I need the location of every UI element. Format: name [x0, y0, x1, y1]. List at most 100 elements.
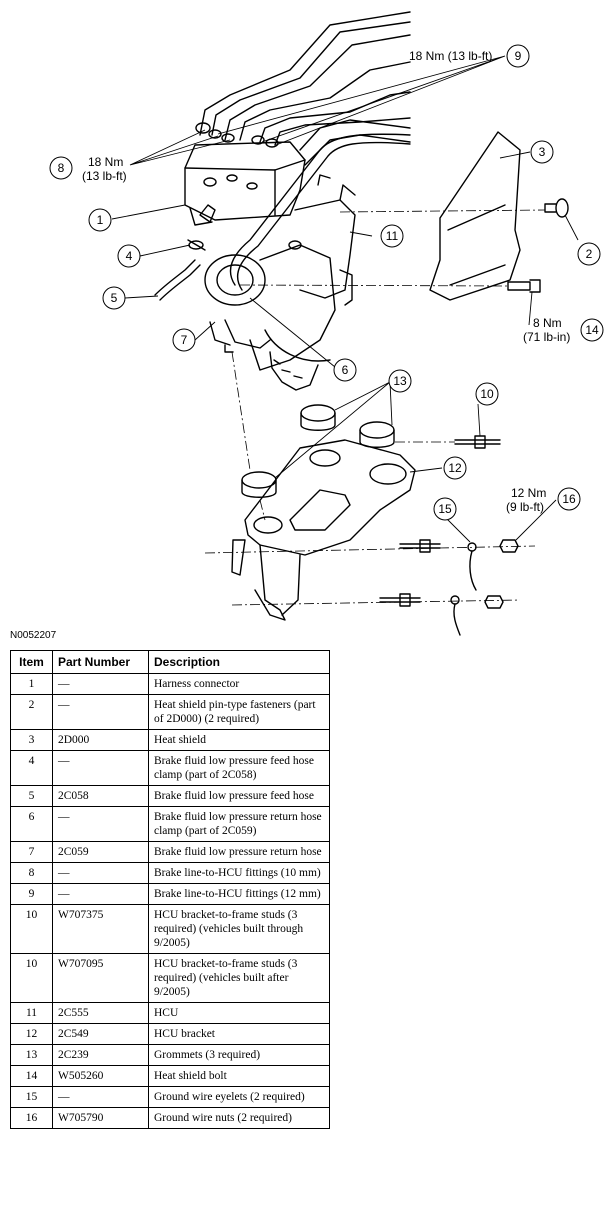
cell-part: W707375: [52, 904, 149, 954]
callout-13: 13: [388, 369, 412, 393]
table-row: 15—Ground wire eyelets (2 required): [10, 1086, 330, 1108]
cell-desc: Brake fluid low pressure return hose cla…: [148, 806, 330, 842]
cell-item: 8: [10, 862, 53, 884]
cell-item: 15: [10, 1086, 53, 1108]
svg-text:9: 9: [515, 49, 522, 63]
cell-item: 12: [10, 1023, 53, 1045]
cell-item: 9: [10, 883, 53, 905]
cell-part: —: [52, 883, 149, 905]
callout-14: 14: [580, 318, 604, 342]
cell-item: 3: [10, 729, 53, 751]
callout-16: 16: [557, 487, 581, 511]
callout-11: 11: [380, 224, 404, 248]
callout-15: 15: [433, 497, 457, 521]
outer-tube: [229, 133, 411, 286]
torque-14-line2: (71 lb-in): [523, 330, 570, 344]
figure-code: N0052207: [10, 630, 57, 641]
header-part-number: Part Number: [52, 650, 149, 674]
hcu-block: [184, 141, 306, 226]
cell-desc: Harness connector: [148, 673, 330, 695]
hcu-mount: [209, 174, 356, 353]
ground-nuts: [484, 539, 519, 609]
cell-part: 2C555: [52, 1002, 149, 1024]
torque-9: 18 Nm (13 lb-ft): [409, 49, 492, 63]
cell-part: 2C549: [52, 1023, 149, 1045]
cell-part: —: [52, 806, 149, 842]
svg-text:7: 7: [181, 333, 188, 347]
torque-14-line1: 8 Nm: [533, 316, 562, 330]
callout-7: 7: [172, 328, 196, 352]
svg-text:5: 5: [111, 291, 118, 305]
heat-shield-bolt: [507, 279, 541, 293]
cell-desc: Ground wire nuts (2 required): [148, 1107, 330, 1129]
callout-9: 9: [506, 44, 530, 68]
cell-item: 7: [10, 841, 53, 863]
callouts: 1 2 3 4 5 6 7 8 9 10 11 12 13 14 15 16: [49, 44, 604, 521]
cell-desc: Heat shield pin-type fasteners (part of …: [148, 694, 330, 730]
svg-text:14: 14: [585, 323, 599, 337]
pump-motor: [204, 240, 336, 391]
heat-shield: [429, 131, 521, 301]
header-description: Description: [148, 650, 330, 674]
header-item: Item: [10, 650, 53, 674]
svg-text:6: 6: [342, 363, 349, 377]
cell-item: 10: [10, 953, 53, 1003]
svg-text:13: 13: [393, 374, 407, 388]
svg-text:15: 15: [438, 502, 452, 516]
cell-desc: Brake fluid low pressure feed hose clamp…: [148, 750, 330, 786]
callout-12: 12: [443, 456, 467, 480]
cell-desc: Grommets (3 required): [148, 1044, 330, 1066]
cell-desc: HCU bracket-to-frame studs (3 required) …: [148, 904, 330, 954]
callout-10: 10: [475, 382, 499, 406]
cell-item: 4: [10, 750, 53, 786]
svg-text:10: 10: [480, 387, 494, 401]
callout-5: 5: [102, 286, 126, 310]
table-row: 4—Brake fluid low pressure feed hose cla…: [10, 750, 330, 786]
parts-table: Item Part Number Description 1—Harness c…: [10, 650, 330, 1129]
svg-text:2: 2: [586, 247, 593, 261]
callout-3: 3: [530, 140, 554, 164]
cell-item: 10: [10, 904, 53, 954]
cell-part: —: [52, 862, 149, 884]
table-row: 2—Heat shield pin-type fasteners (part o…: [10, 694, 330, 730]
torque-8-line1: 18 Nm: [88, 155, 123, 169]
svg-text:1: 1: [97, 213, 104, 227]
grommets: [241, 404, 395, 498]
table-header-row: Item Part Number Description: [10, 650, 330, 674]
cell-item: 6: [10, 806, 53, 842]
callout-6: 6: [333, 358, 357, 382]
cell-item: 11: [10, 1002, 53, 1024]
table-row: 1—Harness connector: [10, 673, 330, 695]
svg-text:12: 12: [448, 461, 462, 475]
torque-16-line1: 12 Nm: [511, 486, 546, 500]
cell-desc: Ground wire eyelets (2 required): [148, 1086, 330, 1108]
bracket-studs: [379, 435, 501, 607]
callout-2: 2: [577, 242, 601, 266]
cell-desc: Brake line-to-HCU fittings (12 mm): [148, 883, 330, 905]
cell-desc: HCU bracket: [148, 1023, 330, 1045]
cell-desc: Brake fluid low pressure feed hose: [148, 785, 330, 807]
cell-item: 2: [10, 694, 53, 730]
svg-text:4: 4: [126, 249, 133, 263]
callout-4: 4: [117, 244, 141, 268]
svg-text:16: 16: [562, 492, 576, 506]
exploded-diagram: 1 2 3 4 5 6 7 8 9 10 11 12 13 14 15 16 1…: [49, 11, 604, 636]
torque-16-line2: (9 lb-ft): [506, 500, 544, 514]
cell-item: 16: [10, 1107, 53, 1129]
fastener-pin: [544, 198, 569, 218]
cell-desc: Heat shield bolt: [148, 1065, 330, 1087]
cell-part: —: [52, 750, 149, 786]
cell-desc: HCU: [148, 1002, 330, 1024]
cell-desc: Brake fluid low pressure return hose: [148, 841, 330, 863]
cell-part: —: [52, 673, 149, 695]
cell-item: 14: [10, 1065, 53, 1087]
